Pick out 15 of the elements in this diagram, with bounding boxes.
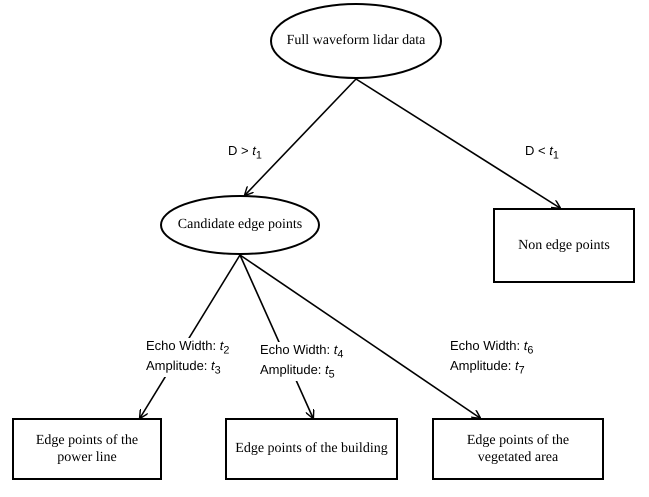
ellipse-node <box>160 195 320 255</box>
node-label: Edge points of the power line <box>34 432 140 466</box>
process-box <box>493 208 635 283</box>
process-box <box>12 418 162 480</box>
process-box <box>432 418 604 480</box>
arrow <box>244 78 357 196</box>
node-label: Candidate edge points <box>176 216 304 234</box>
node-label: Non edge points <box>517 236 611 254</box>
process-box <box>225 418 398 480</box>
arrow <box>356 78 562 210</box>
node-label: Edge points of the vegetated area <box>466 432 570 466</box>
ellipse-node <box>270 3 442 79</box>
arrow <box>240 254 482 420</box>
node-label: Edge points of the building <box>234 440 389 458</box>
node-label: Full waveform lidar data <box>286 32 426 50</box>
